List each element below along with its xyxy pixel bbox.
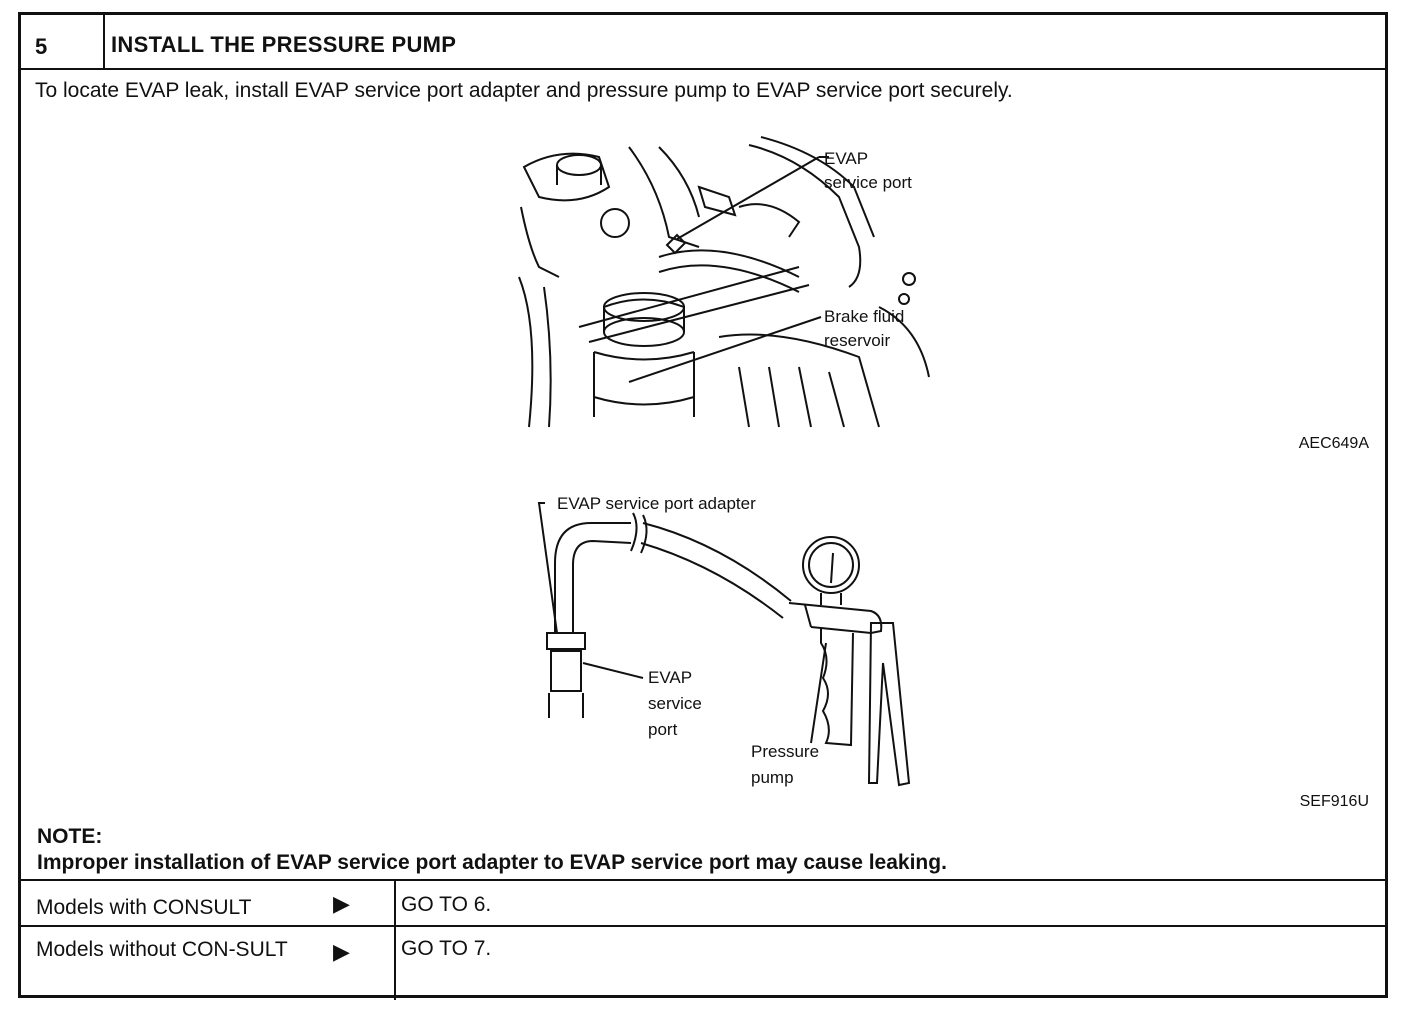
label-evap-service-port-b-l3: port bbox=[648, 720, 678, 739]
note-label: NOTE: bbox=[37, 825, 103, 848]
label-pressure-pump-l1: Pressure bbox=[751, 742, 819, 761]
label-evap-service-port-l2: service port bbox=[824, 173, 912, 192]
result-row: Models with CONSULT ▶ GO TO 6. bbox=[21, 881, 1385, 927]
label-service-port-adapter: EVAP service port adapter bbox=[557, 494, 756, 513]
result-table: Models with CONSULT ▶ GO TO 6. Models wi… bbox=[21, 879, 1385, 1000]
column-divider bbox=[394, 881, 396, 925]
pressure-pump-illustration: EVAP service port adapter EVAP service p… bbox=[537, 494, 911, 787]
pressure-pump-drawing bbox=[537, 502, 911, 787]
arrow-right-icon: ▶ bbox=[333, 891, 350, 916]
label-brake-fluid-l1: Brake fluid bbox=[824, 307, 904, 326]
procedure-step-frame: 5 INSTALL THE PRESSURE PUMP To locate EV… bbox=[18, 12, 1388, 1000]
arrow-right-icon: ▶ bbox=[333, 939, 350, 964]
step-number: 5 bbox=[21, 15, 105, 68]
label-evap-service-port-l1: EVAP bbox=[824, 149, 868, 168]
label-evap-service-port-b-l1: EVAP bbox=[648, 668, 692, 687]
step-header: 5 INSTALL THE PRESSURE PUMP bbox=[21, 15, 1385, 70]
column-divider bbox=[394, 927, 396, 1000]
label-brake-fluid-l2: reservoir bbox=[824, 331, 890, 350]
figure-code-1: AEC649A bbox=[1298, 435, 1369, 452]
engine-bay-drawing bbox=[518, 136, 930, 428]
figure-code-2: SEF916U bbox=[1299, 793, 1369, 810]
result-action: GO TO 7. bbox=[401, 937, 492, 960]
result-condition: Models without CON-SULT bbox=[36, 938, 288, 961]
result-action: GO TO 6. bbox=[401, 893, 492, 916]
engine-bay-illustration: EVAP service port Brake fluid reservoir bbox=[518, 136, 930, 428]
note-text: Improper installation of EVAP service po… bbox=[37, 851, 947, 874]
label-evap-service-port-b-l2: service bbox=[648, 694, 702, 713]
result-row: Models without CON-SULT ▶ GO TO 7. bbox=[21, 927, 1385, 1000]
label-pressure-pump-l2: pump bbox=[751, 768, 794, 787]
result-condition: Models with CONSULT bbox=[36, 896, 252, 919]
step-title: INSTALL THE PRESSURE PUMP bbox=[111, 32, 457, 57]
step-instruction: To locate EVAP leak, install EVAP servic… bbox=[35, 79, 1013, 102]
